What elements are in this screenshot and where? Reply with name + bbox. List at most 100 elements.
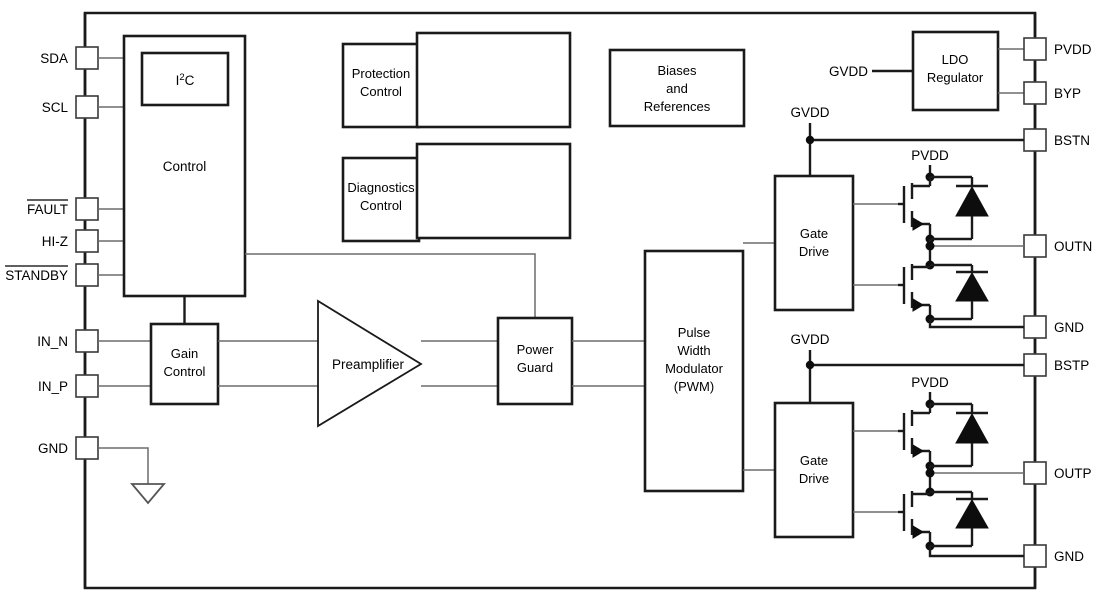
pin-label-outn: OUTN bbox=[1054, 239, 1092, 254]
left-pin-wires bbox=[98, 57, 151, 484]
gain-control-block[interactable] bbox=[149, 322, 220, 406]
pin-label-pvdd: PVDD bbox=[1054, 42, 1092, 57]
pwm-label-2: Width bbox=[677, 343, 710, 358]
pin-bstn[interactable]: BSTN bbox=[1023, 128, 1090, 152]
gate-drive-n-label-1: Gate bbox=[800, 226, 828, 241]
gvdd-p-net-label: GVDD bbox=[790, 332, 829, 347]
diode-ls-p-triangle-icon bbox=[955, 498, 989, 529]
ldo-label-2: Regulator bbox=[927, 70, 984, 85]
ground-symbol-icon bbox=[130, 483, 166, 505]
gate-drive-n-block[interactable] bbox=[773, 174, 855, 312]
pin-label-scl: SCL bbox=[42, 100, 69, 115]
pin-label-in-p: IN_P bbox=[38, 379, 68, 394]
pin-outp[interactable]: OUTP bbox=[1023, 461, 1092, 485]
output-stage-p: PVDD bbox=[898, 375, 1024, 558]
control-block-label: Control bbox=[163, 159, 207, 174]
left-pins-group: SDA SCL FAULT HI-Z STANDBY IN_N bbox=[5, 46, 99, 460]
gain-control-label-2: Control bbox=[164, 364, 206, 379]
pin-scl[interactable]: SCL bbox=[42, 95, 99, 119]
pin-sda[interactable]: SDA bbox=[40, 46, 99, 70]
i2c-block-label: I2C bbox=[176, 72, 195, 89]
wire-control-to-powerguard bbox=[245, 253, 536, 318]
wire-gnd-p bbox=[928, 546, 1024, 558]
pin-gnd-left[interactable]: GND bbox=[38, 436, 99, 460]
pin-outn[interactable]: OUTN bbox=[1023, 234, 1092, 258]
pin-label-gnd-n: GND bbox=[1054, 320, 1084, 335]
power-guard-label-2: Guard bbox=[517, 360, 553, 375]
pwm-label-3: Modulator bbox=[665, 361, 723, 376]
pin-label-standby: STANDBY bbox=[5, 268, 68, 283]
pin-gnd-n[interactable]: GND bbox=[1023, 315, 1084, 339]
mosfet-highside-n bbox=[898, 177, 935, 244]
i2c-block[interactable] bbox=[140, 51, 230, 107]
protection-control-block[interactable] bbox=[341, 42, 421, 129]
pin-in-p[interactable]: IN_P bbox=[38, 374, 99, 398]
preamplifier-block[interactable] bbox=[317, 299, 423, 428]
diagnostics-control-label-1: Diagnostics bbox=[347, 180, 415, 195]
pwm-label-4: (PWM) bbox=[674, 379, 714, 394]
diode-ls-n-triangle-icon bbox=[955, 271, 989, 302]
preamplifier-label: Preamplifier bbox=[332, 357, 405, 372]
protection-control-label-1: Protection bbox=[352, 66, 411, 81]
pin-label-hiz: HI-Z bbox=[42, 234, 68, 249]
biases-label-1: Biases bbox=[657, 63, 697, 78]
pin-in-n[interactable]: IN_N bbox=[37, 329, 99, 353]
pin-fault[interactable]: FAULT bbox=[27, 197, 99, 221]
pvdd-rail-p-label: PVDD bbox=[911, 375, 949, 390]
pin-label-gnd-left: GND bbox=[38, 441, 68, 456]
protection-items-list: Overcurrent Detection DC Detection Therm… bbox=[415, 31, 572, 129]
mosfet-ls-p-arrow-icon bbox=[912, 525, 924, 539]
ldo-label-1: LDO bbox=[942, 52, 969, 67]
diagnostics-items-list: Short-to-Ground Short-to-Power Shorted L… bbox=[415, 142, 572, 240]
mosfet-hs-n-arrow-icon bbox=[912, 217, 924, 231]
output-stage-n: PVDD bbox=[898, 148, 1024, 329]
gate-drive-p-block[interactable] bbox=[773, 401, 855, 539]
protection-control-label-2: Control bbox=[360, 84, 402, 99]
wire-gnd-n bbox=[928, 319, 1024, 329]
mosfet-hs-p-arrow-icon bbox=[912, 444, 924, 458]
junction-dot-gvdd-p bbox=[805, 360, 815, 370]
gvdd-n-net-label: GVDD bbox=[790, 105, 829, 120]
gate-drive-p-label-2: Drive bbox=[799, 471, 829, 486]
power-guard-label-1: Power bbox=[517, 342, 555, 357]
mosfet-highside-p bbox=[898, 404, 935, 471]
pwm-label-1: Pulse bbox=[678, 325, 711, 340]
gate-drive-n-label-2: Drive bbox=[799, 244, 829, 259]
power-guard-block[interactable] bbox=[496, 316, 574, 406]
pin-pvdd[interactable]: PVDD bbox=[1023, 37, 1092, 61]
diagnostics-control-label-2: Control bbox=[360, 198, 402, 213]
pin-label-gnd-p: GND bbox=[1054, 549, 1084, 564]
pvdd-rail-n-label: PVDD bbox=[911, 148, 949, 163]
pin-label-bstn: BSTN bbox=[1054, 133, 1090, 148]
diagnostics-items-outline bbox=[415, 142, 572, 240]
pin-label-in-n: IN_N bbox=[37, 334, 68, 349]
wire-gnd-left bbox=[98, 447, 149, 484]
biases-label-2: and bbox=[666, 81, 688, 96]
pin-label-fault: FAULT bbox=[27, 202, 68, 217]
junction-dot-gvdd-n bbox=[805, 135, 815, 145]
diode-hs-n-triangle-icon bbox=[955, 185, 989, 217]
pwm-block[interactable] bbox=[643, 249, 745, 493]
pin-gnd-p[interactable]: GND bbox=[1023, 544, 1084, 568]
gain-control-label-1: Gain bbox=[171, 346, 198, 361]
mosfet-lowside-n bbox=[898, 264, 935, 324]
gate-drive-p-label-1: Gate bbox=[800, 453, 828, 468]
pin-label-outp: OUTP bbox=[1054, 466, 1092, 481]
pin-byp[interactable]: BYP bbox=[1023, 81, 1081, 105]
pin-label-bstp: BSTP bbox=[1054, 358, 1089, 373]
junction-dot-outp bbox=[925, 468, 935, 478]
pin-hiz[interactable]: HI-Z bbox=[42, 229, 99, 253]
biases-references-block[interactable] bbox=[608, 48, 746, 128]
pin-bstp[interactable]: BSTP bbox=[1023, 353, 1089, 377]
body-diode-highside-n bbox=[930, 175, 989, 241]
junction-dot-outn bbox=[925, 241, 935, 251]
protection-items-outline bbox=[415, 31, 572, 129]
pin-label-byp: BYP bbox=[1054, 86, 1081, 101]
body-diode-lowside-n bbox=[930, 263, 989, 321]
pin-label-sda: SDA bbox=[40, 51, 68, 66]
diode-hs-p-triangle-icon bbox=[955, 412, 989, 444]
body-diode-lowside-p bbox=[930, 490, 989, 548]
pin-standby[interactable]: STANDBY bbox=[5, 263, 99, 287]
ldo-regulator-block[interactable] bbox=[911, 30, 1000, 112]
